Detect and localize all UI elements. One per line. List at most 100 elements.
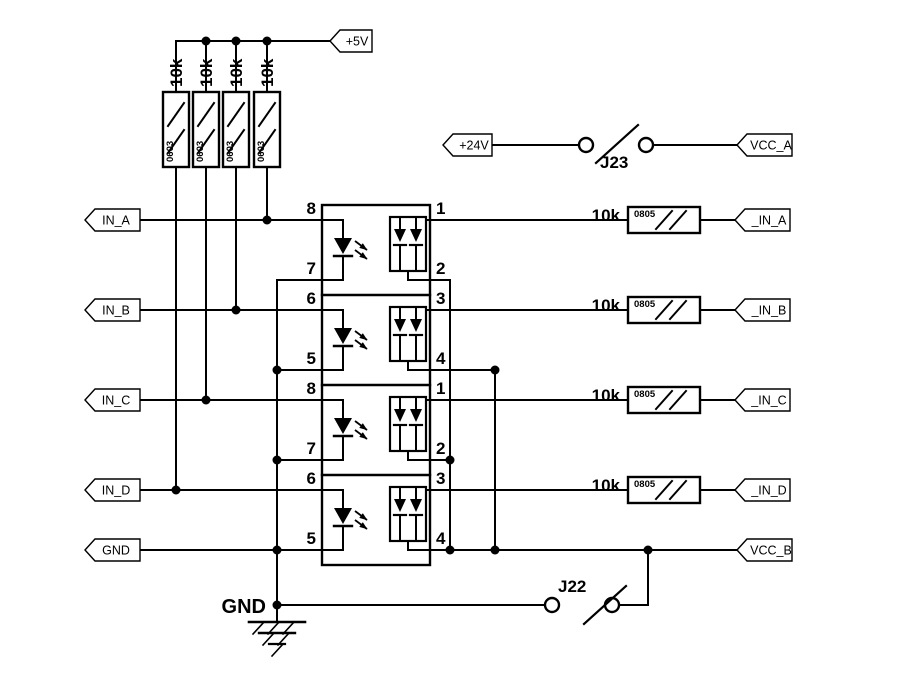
junction-dot [201, 395, 211, 405]
resistor-value-label: 10k [592, 386, 621, 405]
output-port-flag [734, 298, 791, 322]
input-port-label: IN_D [102, 484, 130, 498]
pin-number: 6 [307, 469, 316, 488]
led-symbol [334, 508, 352, 524]
vcc-port-flag [736, 538, 793, 562]
junction-dot [445, 545, 455, 555]
junction-dot [490, 545, 500, 555]
resistor-hatch [166, 128, 186, 155]
jumper-pad [577, 136, 595, 154]
junction-dot [643, 545, 653, 555]
light-arrow [354, 510, 368, 521]
junction-dot [231, 36, 241, 46]
photodiode-symbol [394, 409, 406, 422]
pin-number: 6 [307, 289, 316, 308]
ground-hatch [281, 620, 296, 636]
resistor-0805 [626, 475, 702, 505]
resistor-hatch [196, 101, 216, 128]
junction-dot [490, 365, 500, 375]
resistor-package-label: 0805 [634, 299, 656, 310]
resistor-hatch [654, 389, 674, 411]
power-flag [329, 29, 373, 53]
junction-dot [171, 485, 181, 495]
resistor-value-label: 10k [167, 58, 186, 87]
light-arrow [354, 420, 368, 431]
light-arrow [354, 519, 368, 530]
led-symbol [334, 418, 352, 434]
input-port-flag [84, 298, 141, 322]
photodiode-symbol [394, 229, 406, 242]
resistor-hatch [668, 479, 688, 501]
light-arrow [354, 249, 368, 260]
photodiode-symbol [410, 499, 422, 512]
resistor-value-label: 10k [258, 58, 277, 87]
photodiode-symbol [410, 229, 422, 242]
resistor-package-label: 0603 [165, 141, 176, 162]
power-flag-label: +24V [459, 139, 489, 153]
ground-hatch [266, 620, 281, 636]
jumper-label: J23 [600, 153, 628, 172]
output-port-flag [734, 208, 791, 232]
power-flag [442, 133, 493, 157]
output-port-label: _IN_B [751, 304, 787, 318]
resistor-value-label: 10k [592, 476, 621, 495]
pin-number: 1 [436, 199, 445, 218]
led-symbol [334, 238, 352, 254]
resistor-package-label: 0603 [195, 141, 206, 162]
photodiode-symbol [394, 499, 406, 512]
junction-dot [272, 545, 282, 555]
ground-net-label: GND [222, 596, 266, 618]
jumper-pad [637, 136, 655, 154]
pin-number: 3 [436, 289, 445, 308]
pin-number: 2 [436, 439, 445, 458]
output-port-label: _IN_D [750, 484, 786, 498]
light-arrow [354, 330, 368, 341]
junction-dot [272, 365, 282, 375]
resistor-value-label: 10k [197, 58, 216, 87]
junction-dot [262, 215, 272, 225]
jumper-label: J22 [558, 577, 586, 596]
junction-dot [272, 600, 282, 610]
pin-number: 4 [436, 349, 446, 368]
resistor-hatch [166, 101, 186, 128]
pin-number: 5 [307, 349, 316, 368]
photodiode-symbol [410, 409, 422, 422]
resistor-hatch [654, 209, 674, 231]
input-port-label: GND [102, 544, 130, 558]
resistor-package-label: 0805 [634, 479, 656, 490]
pin-number: 5 [307, 529, 316, 548]
led-symbol [334, 328, 352, 344]
ground-hatch [251, 620, 266, 636]
resistor-package-label: 0805 [634, 389, 656, 400]
resistor-value-label: 10k [592, 206, 621, 225]
junction-dot [262, 36, 272, 46]
resistor-value-label: 10k [592, 296, 621, 315]
resistor-hatch [226, 128, 246, 155]
junction-dot [445, 455, 455, 465]
input-port-flag [84, 388, 141, 412]
junction-dot [272, 455, 282, 465]
jumper-pad [543, 596, 561, 614]
resistor-hatch [654, 479, 674, 501]
input-port-label: IN_A [102, 214, 130, 228]
resistor-hatch [257, 101, 277, 128]
input-port-flag [84, 478, 141, 502]
ground-hatch [270, 642, 285, 658]
vcc-port-flag [736, 133, 793, 157]
photodiode-symbol [394, 319, 406, 332]
input-port-flag [84, 538, 141, 562]
ground-hatch [276, 631, 291, 647]
jumper-lever [594, 123, 640, 165]
light-arrow [354, 429, 368, 440]
jumper-lever [582, 584, 628, 626]
resistor-hatch [668, 299, 688, 321]
output-port-label: _IN_C [750, 394, 786, 408]
resistor-hatch [257, 128, 277, 155]
pin-number: 7 [307, 439, 316, 458]
pin-number: 4 [436, 529, 446, 548]
input-port-label: IN_C [102, 394, 130, 408]
resistor-package-label: 0603 [225, 141, 236, 162]
junction-dot [201, 36, 211, 46]
resistor-hatch [196, 128, 216, 155]
